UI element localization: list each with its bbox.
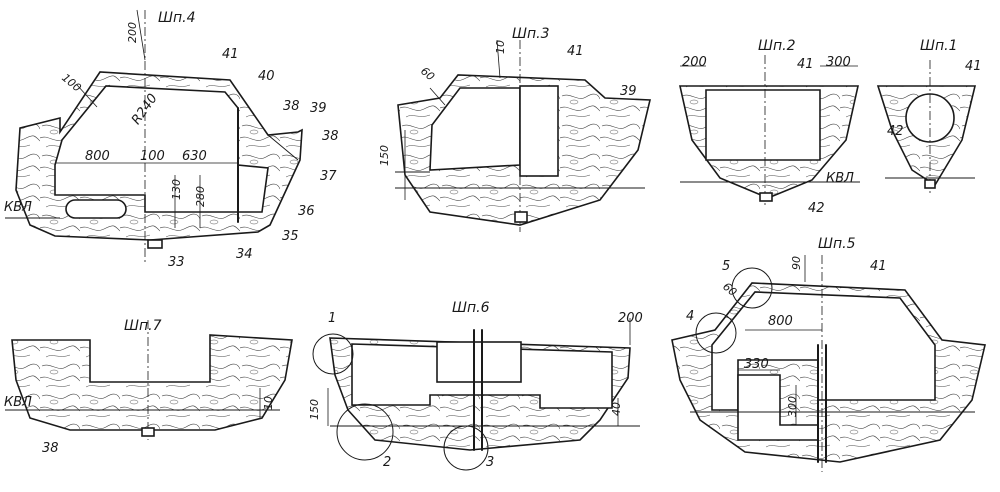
frame-1-keel-block bbox=[924, 179, 936, 189]
frame-5-title: Шп.5 bbox=[818, 236, 856, 252]
frame-2-keel-block bbox=[759, 192, 773, 202]
frame-4-dim-280-label: 280 bbox=[194, 186, 207, 207]
frame-6-callout-2: 2 bbox=[383, 455, 391, 470]
frame-5-callout-circle-4 bbox=[695, 312, 737, 354]
frame-4-dim-630-label: 630 bbox=[182, 149, 207, 164]
frame-4-opening bbox=[54, 85, 269, 213]
frame-4-part-37: 37 bbox=[320, 169, 337, 184]
frame-2-part-42: 42 bbox=[808, 201, 825, 216]
frame-6-dim-150-label: 150 bbox=[308, 399, 321, 420]
frame-4-part-40: 40 bbox=[258, 69, 275, 84]
frame-4-dim-200 bbox=[136, 9, 146, 61]
frame-4-part-35: 35 bbox=[282, 229, 299, 244]
frame-4-part-33: 33 bbox=[168, 255, 185, 270]
frame-4-part-39: 39 bbox=[310, 101, 327, 116]
frame-4-window bbox=[65, 199, 127, 219]
frame-1-title: Шп.1 bbox=[920, 38, 957, 54]
frame-5-dim-90-label: 90 bbox=[790, 256, 803, 270]
frame-2 bbox=[679, 55, 860, 205]
frame-7 bbox=[5, 320, 293, 440]
frame-5-dim-800-label: 800 bbox=[768, 314, 793, 329]
frame-4-part-41: 41 bbox=[222, 47, 239, 62]
frame-4-kvl-label: КВЛ bbox=[4, 200, 32, 215]
frame-5-dim-60-label: 60 bbox=[720, 280, 739, 299]
frame-3 bbox=[395, 39, 652, 232]
frame-7-hull bbox=[11, 334, 293, 431]
frame-6-dim-40-label: 40 bbox=[610, 402, 623, 416]
frame-1-part-42: 42 bbox=[887, 124, 904, 139]
frame-3-part-41: 41 bbox=[567, 44, 584, 59]
frame-7-title: Шп.7 bbox=[124, 318, 162, 334]
frame-1 bbox=[876, 60, 977, 195]
frame-4-keel-block bbox=[147, 239, 163, 249]
frame-4-dim-100 bbox=[76, 84, 98, 108]
frame-2-kvl-label: КВЛ bbox=[826, 171, 854, 186]
frame-5 bbox=[671, 255, 986, 472]
frame-5-callout-circle-5 bbox=[731, 267, 773, 309]
frame-2-dim-300-label: 300 bbox=[826, 55, 851, 70]
frame-4-dim-100-label: 100 bbox=[59, 71, 83, 94]
frame-6-central-box bbox=[436, 341, 522, 383]
frame-4-dim-130-label: 130 bbox=[170, 179, 183, 200]
frame-5-dim-300-label: 300 bbox=[786, 396, 799, 417]
frame-4-dim-200-label: 200 bbox=[126, 22, 139, 43]
frame-2-opening bbox=[705, 89, 821, 161]
frame-6-callout-1: 1 bbox=[328, 311, 336, 326]
frame-6-callout-3: 3 bbox=[486, 455, 494, 470]
frame-2-part-41: 41 bbox=[797, 57, 814, 72]
frame-3-dim-10-label: 10 bbox=[494, 40, 507, 54]
frame-5-dim-330-label: 330 bbox=[744, 357, 769, 372]
frame-6-callout-circle-2 bbox=[336, 403, 394, 461]
frame-2-dim-200-label: 200 bbox=[682, 55, 707, 70]
frame-6-callout-circle-3 bbox=[443, 425, 489, 471]
frame-4-title: Шп.4 bbox=[158, 10, 195, 26]
frame-6-title: Шп.6 bbox=[452, 300, 490, 316]
frame-3-keel-block bbox=[514, 211, 528, 223]
frame-1-part-41: 41 bbox=[965, 59, 982, 74]
frame-4-dim-100b-label: 100 bbox=[140, 149, 165, 164]
frame-5-callout-4: 4 bbox=[686, 309, 694, 324]
frame-7-dim-10-label: 10 bbox=[262, 396, 275, 410]
frame-6-callout-circle-1 bbox=[312, 333, 354, 375]
frame-3-part-39: 39 bbox=[620, 84, 637, 99]
frame-6 bbox=[312, 318, 640, 471]
frame-4-side-line bbox=[267, 134, 299, 161]
frame-4-part-36: 36 bbox=[298, 204, 315, 219]
frame-6-dim-200-label: 200 bbox=[618, 311, 643, 326]
frame-4-part-34: 34 bbox=[236, 247, 253, 262]
frame-4-part-38b: 38 bbox=[322, 129, 339, 144]
frame-3-dim-150-label: 150 bbox=[378, 145, 391, 166]
frame-7-kvl-label: КВЛ bbox=[4, 395, 32, 410]
frame-3-title: Шп.3 bbox=[512, 26, 549, 42]
frame-2-title: Шп.2 bbox=[758, 38, 796, 54]
frame-4-part-38a: 38 bbox=[283, 99, 300, 114]
frame-4-dim-800-label: 800 bbox=[85, 149, 110, 164]
frame-4 bbox=[5, 9, 303, 262]
frame-3-opening-right bbox=[519, 85, 559, 177]
frame-3-dim-60 bbox=[429, 87, 446, 106]
frame-7-part-38: 38 bbox=[42, 441, 59, 456]
frame-7-keel-block bbox=[141, 427, 155, 437]
frame-3-dim-10 bbox=[496, 39, 501, 79]
frame-5-callout-5: 5 bbox=[722, 259, 730, 274]
frame-5-part-41: 41 bbox=[870, 259, 887, 274]
frame-3-dim-60-label: 60 bbox=[418, 64, 437, 83]
